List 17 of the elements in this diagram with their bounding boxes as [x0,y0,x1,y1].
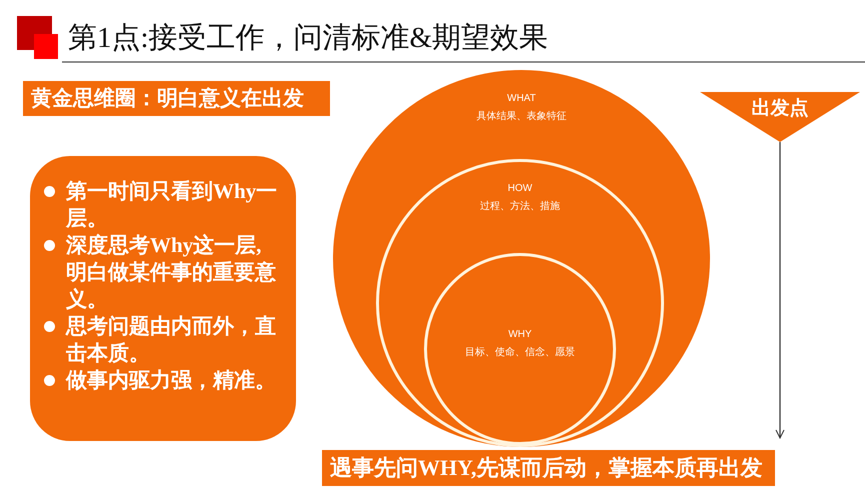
bullet-text: 做事内驱力强，精准。 [66,368,276,392]
bullet-card [30,156,296,441]
conclusion-banner: 遇事先问WHY,先谋而后动，掌握本质再出发 [322,450,775,486]
bullet-text: 第一时间只看到Why一层。 [66,179,278,230]
circle-heading: WHY [507,328,533,342]
circle-text: 目标、使命、信念、愿景 [464,346,576,360]
heading-banner: 黄金思维圈：明白意义在出发 [23,81,330,116]
down-triangle [700,92,860,142]
circle-heading: HOW [506,182,534,196]
bullet-text: 深度思考Why这一层,明白做某件事的重要意义。 [66,233,276,311]
slide-title: 第1点:接受工作，问清标准&期望效果 [68,21,548,56]
circle-text: 过程、方法、措施 [479,200,561,214]
arrow [776,142,784,438]
triangle-label: 出发点 [750,96,810,121]
bullet-text: 思考问题由内而外，直击本质。 [66,314,276,365]
circle-heading: WHAT [506,92,537,106]
circle-text: 具体结果、表象特征 [476,110,568,124]
